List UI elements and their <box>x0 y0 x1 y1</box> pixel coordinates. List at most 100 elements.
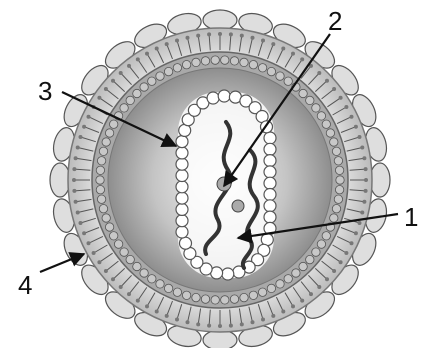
capsid-bead <box>176 158 188 170</box>
matrix-bead <box>240 293 248 301</box>
capsid-bead <box>176 170 188 182</box>
lipid-head <box>92 251 96 255</box>
lipid-head <box>358 221 362 225</box>
matrix-bead <box>317 112 325 120</box>
capsid-bead <box>264 189 276 201</box>
matrix-bead <box>221 56 229 64</box>
capsid-bead <box>176 203 188 215</box>
lipid-head <box>364 178 368 182</box>
matrix-bead <box>97 195 105 203</box>
matrix-bead <box>96 176 104 184</box>
glycoprotein <box>50 163 70 197</box>
matrix-bead <box>335 186 343 194</box>
capsid-bead <box>264 166 276 178</box>
lipid-head <box>82 231 86 235</box>
lipid-head <box>358 135 362 139</box>
lipid-head <box>261 318 265 322</box>
matrix-bead <box>258 288 266 296</box>
matrix-bead <box>326 129 334 137</box>
matrix-bead <box>306 96 314 104</box>
lipid-head <box>360 146 364 150</box>
lipid-head <box>104 87 108 91</box>
capsid-bead <box>176 136 188 148</box>
capsid-bead <box>180 237 192 249</box>
lipid-head <box>354 125 358 129</box>
lipid-head <box>271 314 275 318</box>
matrix-bead <box>105 129 113 137</box>
lipid-head <box>79 221 83 225</box>
matrix-bead <box>335 166 343 174</box>
lipid-head <box>87 241 91 245</box>
matrix-bead <box>230 57 238 65</box>
matrix-bead <box>173 288 181 296</box>
glycoprotein <box>370 163 390 197</box>
matrix-bead <box>182 60 190 68</box>
lipid-head <box>119 285 123 289</box>
matrix-bead <box>332 205 340 213</box>
matrix-bead <box>211 296 219 304</box>
lipid-head <box>186 36 190 40</box>
matrix-bead <box>140 83 148 91</box>
matrix-bead <box>299 262 307 270</box>
capsid-bead <box>264 155 276 167</box>
capsid-bead <box>176 181 188 193</box>
matrix-bead <box>330 214 338 222</box>
matrix-bead <box>322 232 330 240</box>
matrix-bead <box>201 295 209 303</box>
matrix-bead <box>164 67 172 75</box>
lipid-head <box>317 285 321 289</box>
matrix-bead <box>133 262 141 270</box>
matrix-bead <box>148 77 156 85</box>
matrix-bead <box>267 67 275 75</box>
lipid-head <box>339 260 343 264</box>
lipid-head <box>344 251 348 255</box>
matrix-bead <box>284 77 292 85</box>
matrix-bead <box>292 269 300 277</box>
lipid-head <box>317 71 321 75</box>
matrix-bead <box>140 269 148 277</box>
matrix-bead <box>192 293 200 301</box>
matrix-bead <box>99 147 107 155</box>
lipid-head <box>97 96 101 100</box>
lipid-head <box>74 156 78 160</box>
lipid-head <box>325 79 329 83</box>
matrix-bead <box>102 138 110 146</box>
matrix-bead <box>211 56 219 64</box>
lipid-head <box>339 96 343 100</box>
matrix-bead <box>306 255 314 263</box>
lipid-head <box>74 200 78 204</box>
matrix-bead <box>299 89 307 97</box>
lipid-head <box>362 200 366 204</box>
capsid-bead <box>218 90 230 102</box>
lipid-head <box>229 32 233 36</box>
matrix-bead <box>99 205 107 213</box>
lipid-head <box>332 87 336 91</box>
matrix-bead <box>276 72 284 80</box>
lipid-head <box>300 57 304 61</box>
lipid-head <box>350 241 354 245</box>
capsid-bead <box>264 143 276 155</box>
matrix-bead <box>201 57 209 65</box>
callout-label-1: 1 <box>404 202 418 232</box>
matrix-bead <box>156 72 164 80</box>
matrix-bead <box>276 280 284 288</box>
callout-label-3: 3 <box>38 76 52 106</box>
matrix-bead <box>322 120 330 128</box>
lipid-head <box>362 156 366 160</box>
lipid-head <box>364 189 368 193</box>
lipid-head <box>175 39 179 43</box>
lipid-head <box>127 64 131 68</box>
matrix-bead <box>96 166 104 174</box>
matrix-bead <box>334 195 342 203</box>
lipid-head <box>281 47 285 51</box>
capsid-bead <box>207 92 219 104</box>
lipid-head <box>79 135 83 139</box>
matrix-bead <box>114 240 122 248</box>
capsid-bead <box>176 226 188 238</box>
lipid-head <box>240 34 244 38</box>
lipid-head <box>76 146 80 150</box>
integrase-enzyme <box>232 200 244 212</box>
lipid-head <box>136 299 140 303</box>
matrix-bead <box>332 147 340 155</box>
